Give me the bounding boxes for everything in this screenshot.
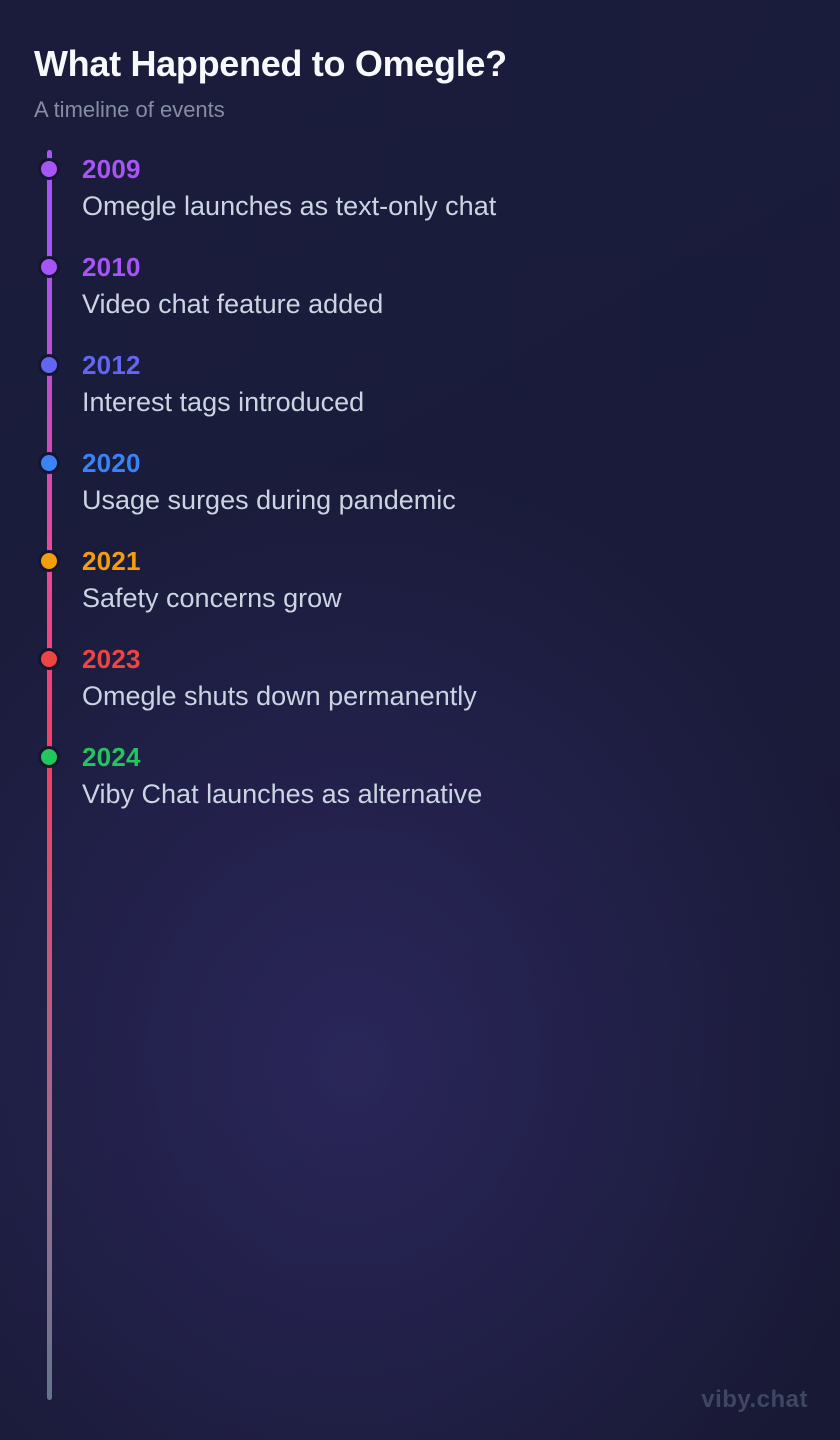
timeline-event: 2012 Interest tags introduced — [0, 351, 840, 419]
timeline-event: 2021 Safety concerns grow — [0, 547, 840, 615]
timeline-event: 2024 Viby Chat launches as alternative — [0, 743, 840, 811]
event-description: Video chat feature added — [82, 289, 384, 319]
timeline-event: 2010 Video chat feature added — [0, 253, 840, 321]
timeline-dot-icon — [38, 256, 60, 278]
timeline-event: 2009 Omegle launches as text-only chat — [0, 155, 840, 223]
event-year: 2010 — [82, 252, 141, 282]
event-description: Omegle shuts down permanently — [82, 681, 477, 711]
event-description: Omegle launches as text-only chat — [82, 191, 497, 221]
page-title: What Happened to Omegle? — [34, 43, 507, 84]
event-year: 2023 — [82, 644, 141, 674]
timeline-event: 2023 Omegle shuts down permanently — [0, 645, 840, 713]
timeline-event: 2020 Usage surges during pandemic — [0, 449, 840, 517]
event-description: Interest tags introduced — [82, 387, 365, 417]
timeline-dot-icon — [38, 354, 60, 376]
event-year: 2012 — [82, 350, 141, 380]
timeline-dot-icon — [38, 452, 60, 474]
event-year: 2020 — [82, 448, 141, 478]
timeline-dot-icon — [38, 158, 60, 180]
watermark-logo: viby.chat — [701, 1386, 808, 1413]
timeline-dot-icon — [38, 746, 60, 768]
timeline-dot-icon — [38, 550, 60, 572]
event-description: Viby Chat launches as alternative — [82, 779, 483, 809]
event-year: 2021 — [82, 546, 141, 576]
timeline: 2009 Omegle launches as text-only chat 2… — [0, 150, 840, 1400]
timeline-dot-icon — [38, 648, 60, 670]
timeline-line — [47, 150, 52, 1400]
event-year: 2009 — [82, 154, 141, 184]
event-year: 2024 — [82, 742, 141, 772]
page-subtitle: A timeline of events — [34, 97, 225, 122]
event-description: Usage surges during pandemic — [82, 485, 456, 515]
timeline-events: 2009 Omegle launches as text-only chat 2… — [0, 155, 840, 811]
header: What Happened to Omegle? A timeline of e… — [0, 0, 840, 124]
event-description: Safety concerns grow — [82, 583, 342, 613]
